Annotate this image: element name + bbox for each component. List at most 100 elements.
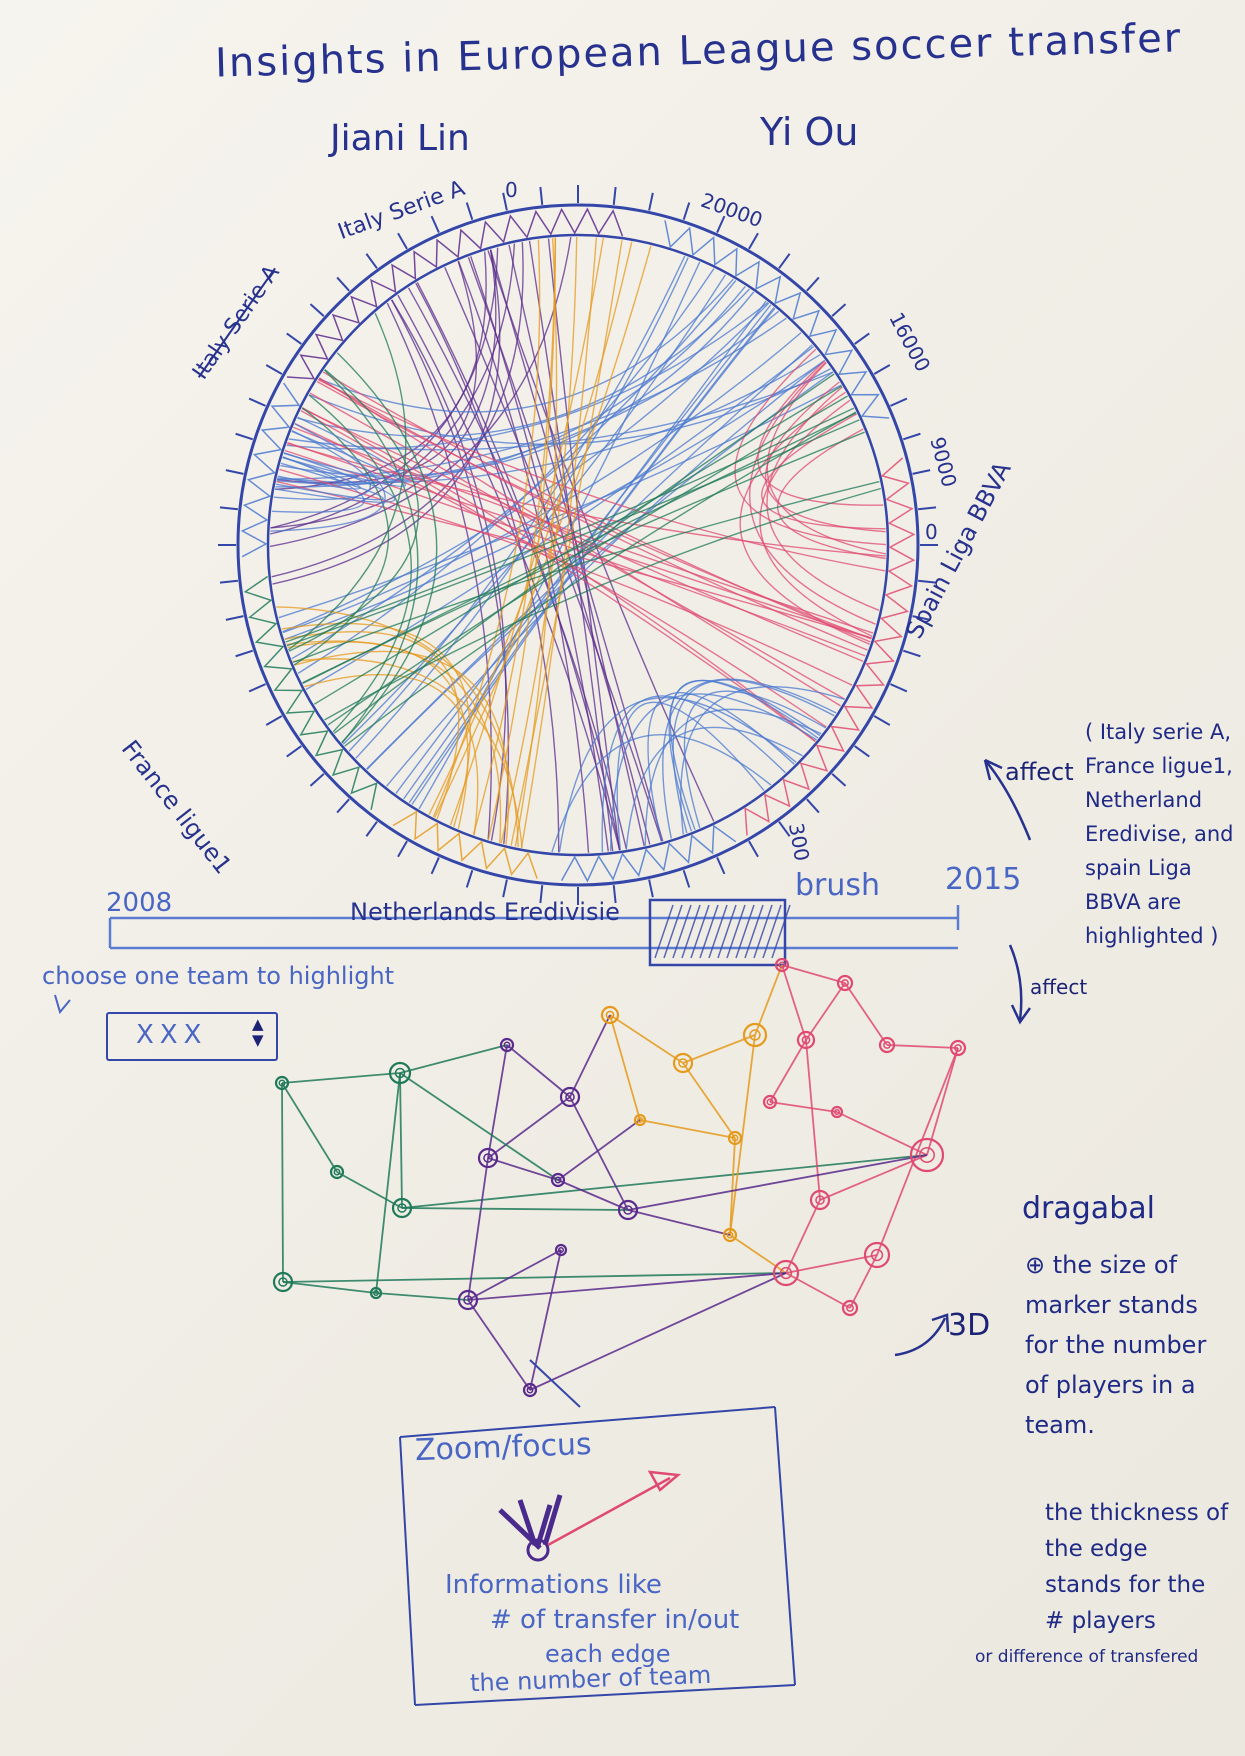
ring-tick [365,253,378,269]
network-node [727,1130,743,1146]
network-edge [785,1199,821,1274]
network-edge [886,1044,959,1049]
brush-hatch-line [708,904,728,959]
network-edge [281,1072,401,1084]
network-node [522,1382,538,1398]
network-node-core [841,979,849,987]
brush-hatch-line [753,904,773,959]
ring-tick [890,397,908,407]
brush-hatch-line [654,904,674,959]
network-node-core [834,1109,840,1115]
chord-link [297,288,750,438]
network-edge [729,1034,756,1236]
chord-link [333,373,835,734]
network-node [830,1105,844,1119]
chord-link [757,360,884,506]
chord-link [270,423,386,532]
ring-tick [248,397,266,407]
network-node-core [278,1277,288,1287]
network-edge [336,1171,403,1209]
network-node-core [731,1134,739,1142]
brush-hatch-line [717,904,737,959]
network-node [742,1022,768,1048]
ring-tick [539,885,544,904]
network-node-core [749,1029,761,1041]
network-node-core [678,1058,688,1068]
ring-tick [465,202,474,221]
ring-tick [854,745,870,758]
network-node [841,1299,859,1317]
network-edge [529,1272,787,1391]
chord-link [777,428,886,560]
network-edge [609,1014,641,1121]
chord-link [287,641,469,829]
ring-tick [309,773,325,787]
ring-tick [465,869,474,888]
draggable-title: dragabal [1022,1191,1155,1226]
network-edge [467,1272,787,1301]
ring-tick [778,821,791,837]
highlight-note: ( Italy serie A, France ligue1, Netherla… [1085,720,1234,948]
ring-tick [248,683,266,693]
network-node-core [846,1304,854,1312]
network-edge [926,1047,959,1156]
chord-link [287,312,407,651]
network-node [762,1094,778,1110]
chord-link [428,241,633,815]
network-edge [487,1044,508,1159]
threed-label: 3D [948,1308,991,1343]
ring-tick [286,332,302,345]
ring-tick [612,186,617,205]
chord-inner-ring [266,233,890,857]
network-edge [282,1281,377,1294]
network-node [329,1164,345,1180]
chord-link [449,237,604,826]
ring-tick [612,885,617,904]
network-node-core [778,961,786,969]
zoom-node-glyph [498,1470,682,1562]
network-edge [769,1039,807,1103]
chord-link [520,237,598,848]
ring-tick [336,798,350,814]
network-node-core [605,1010,615,1020]
network-node-core [883,1041,891,1049]
network-node-core [554,1176,562,1184]
ring-tick [902,432,921,441]
brush-hatch-line [681,904,701,959]
ring-tick [265,715,283,726]
network-node-core [779,1266,793,1280]
network-node [369,1286,383,1300]
zoom-panel-art [399,1359,796,1706]
network-edge [399,1072,403,1209]
network-node [391,1197,413,1219]
chord-link [318,378,868,651]
chord-link [276,285,746,485]
ring-tick [831,773,847,787]
network-edge [682,1034,756,1064]
network-node [863,1241,891,1269]
network-edge [627,1154,928,1211]
chord-link [293,407,390,666]
timeline-slider[interactable] [108,898,960,967]
network-edge [557,1119,641,1181]
timeline-brush[interactable] [648,898,787,967]
chord-link [292,658,523,848]
network-edge [844,982,888,1046]
team-network[interactable] [272,957,967,1398]
team-select[interactable]: XXX ▲▼ [106,1012,278,1061]
network-node [272,1271,294,1293]
network-node [274,1075,290,1091]
spinner-arrows-icon[interactable]: ▲▼ [252,1015,264,1049]
network-node-core [801,1035,811,1045]
edge-note: the thickness of the edge stands for the… [1045,1500,1229,1634]
brush-hatch-line [735,904,755,959]
chord-link [286,419,860,647]
chord-link [313,385,843,705]
label-netherlands-eredivisie: Netherlands Eredivisie [350,898,620,926]
ring-tick [806,798,820,814]
ring-tick [309,303,325,317]
network-edge [529,1249,562,1391]
chord-link [278,384,842,619]
ring-tick [430,857,440,875]
